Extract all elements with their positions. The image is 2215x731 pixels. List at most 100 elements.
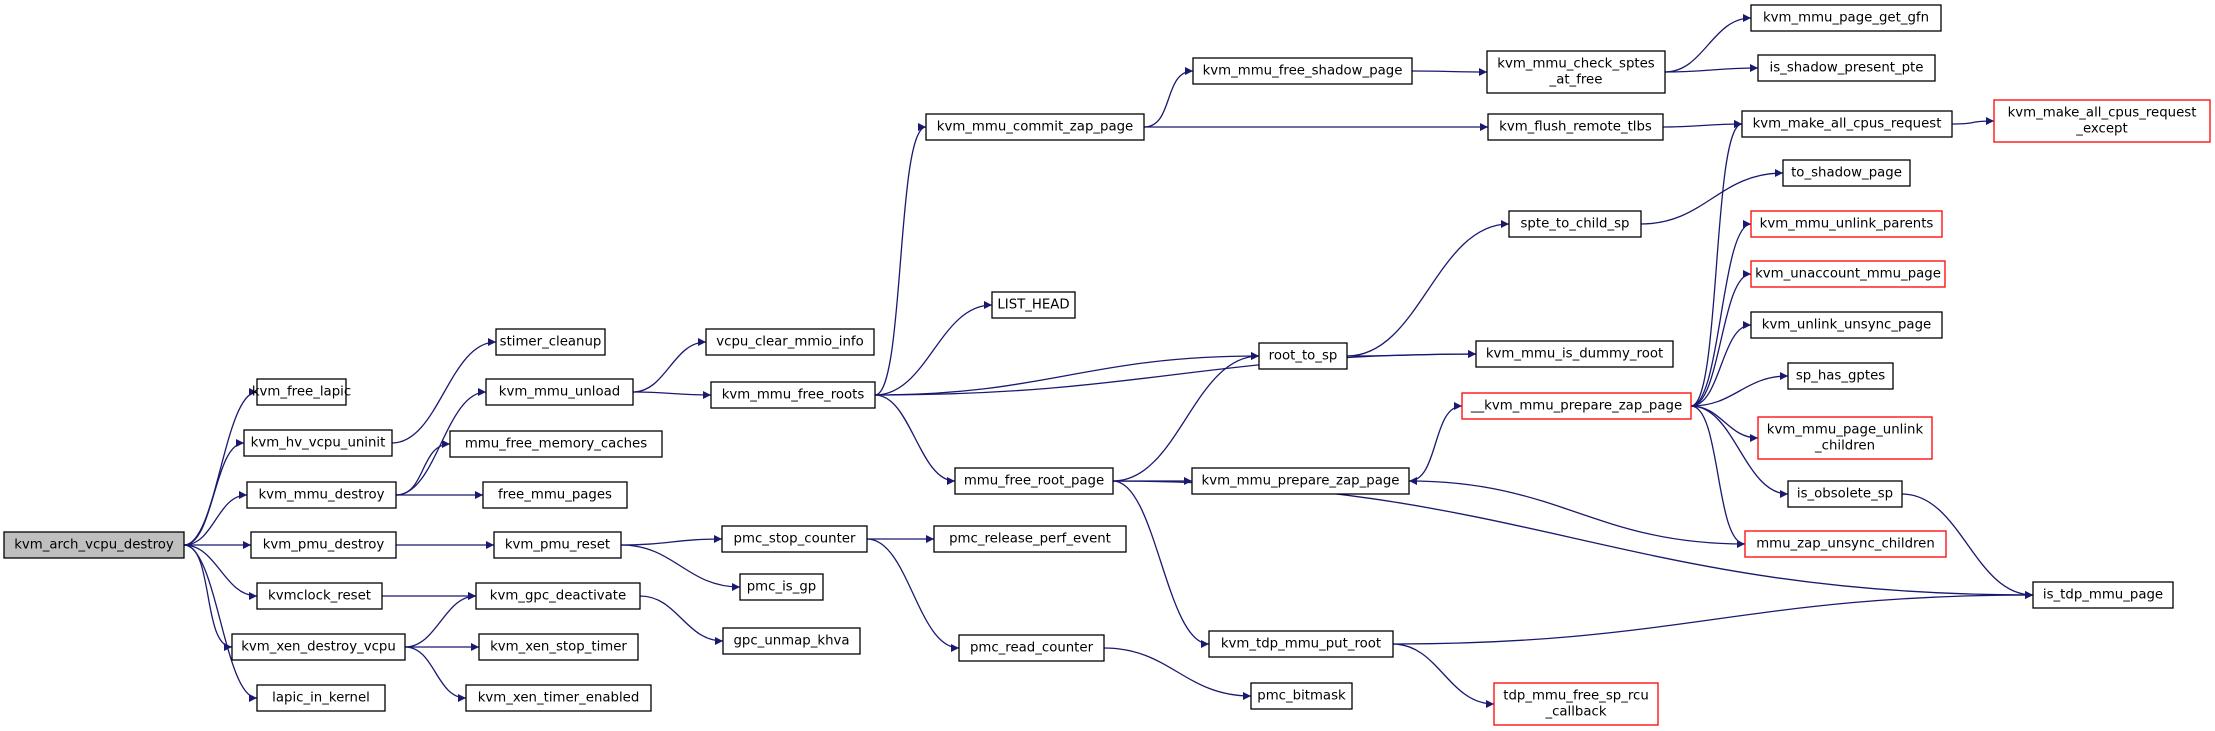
node-box (1787, 362, 1894, 390)
node-label: tdp_mmu_free_sp_rcu (1503, 689, 1649, 704)
node-kvm_mmu_unload[interactable]: kvm_mmu_unload (485, 378, 634, 406)
node-box (1191, 467, 1410, 495)
node-box (705, 328, 875, 356)
node-__kvm_mmu_prepare_zap_page[interactable]: __kvm_mmu_prepare_zap_page (1461, 392, 1692, 420)
node-label: root_to_sp (1269, 349, 1338, 364)
node-box (246, 481, 397, 509)
node-pmc_is_gp[interactable]: pmc_is_gp (739, 573, 824, 601)
node-label: kvm_mmu_page_unlink (1767, 423, 1924, 438)
node-box (243, 429, 393, 457)
node-kvm_xen_timer_enabled[interactable]: kvm_xen_timer_enabled (465, 684, 652, 712)
node-is_obsolete_sp[interactable]: is_obsolete_sp (1787, 480, 1903, 508)
edge-mmu_zap_unsync_children-to-kvm_mmu_prepare_zap_page (1408, 477, 1746, 545)
node-kvm_unaccount_mmu_page[interactable]: kvm_unaccount_mmu_page (1750, 260, 1946, 288)
node-box (1493, 682, 1659, 726)
node-pmc_release_perf_event[interactable]: pmc_release_perf_event (933, 525, 1127, 553)
node-kvm_pmu_reset[interactable]: kvm_pmu_reset (493, 531, 622, 559)
node-kvm_pmu_destroy[interactable]: kvm_pmu_destroy (250, 531, 397, 559)
node-label: kvm_hv_vcpu_uninit (251, 436, 386, 451)
node-vcpu_clear_mmio_info[interactable]: vcpu_clear_mmio_info (705, 328, 875, 356)
node-label: kvm_mmu_check_sptes (1497, 57, 1654, 72)
edge-__kvm_mmu_prepare_zap_page-to-kvm_make_all_cpus_request (1690, 120, 1743, 407)
node-box (256, 684, 386, 712)
node-box (495, 328, 606, 356)
node-kvm_mmu_prepare_zap_page[interactable]: kvm_mmu_prepare_zap_page (1191, 467, 1410, 495)
node-lapic_in_kernel[interactable]: lapic_in_kernel (256, 684, 386, 712)
edges-layer (183, 14, 2034, 708)
node-box (475, 582, 641, 610)
node-kvm_mmu_is_dummy_root[interactable]: kvm_mmu_is_dummy_root (1475, 340, 1674, 368)
node-kvmclock_reset[interactable]: kvmclock_reset (256, 582, 383, 610)
node-pmc_bitmask[interactable]: pmc_bitmask (1250, 682, 1353, 710)
edge-kvm_mmu_commit_zap_page-to-kvm_mmu_free_shadow_page (1143, 67, 1194, 128)
node-pmc_stop_counter[interactable]: pmc_stop_counter (721, 525, 868, 553)
node-label: kvm_pmu_destroy (263, 538, 385, 553)
node-label: kvm_mmu_page_get_gfn (1763, 11, 1929, 26)
node-kvm_mmu_page_unlink_children[interactable]: kvm_mmu_page_unlink_children (1757, 416, 1933, 460)
node-kvm_free_lapic[interactable]: kvm_free_lapic (252, 378, 351, 406)
node-box (1258, 342, 1348, 370)
node-kvm_unlink_unsync_page[interactable]: kvm_unlink_unsync_page (1750, 311, 1943, 339)
node-kvm_mmu_check_sptes_at_free[interactable]: kvm_mmu_check_sptes_at_free (1486, 50, 1666, 94)
node-tdp_mmu_free_sp_rcu_callback[interactable]: tdp_mmu_free_sp_rcu_callback (1493, 682, 1659, 726)
edge-kvm_mmu_free_roots-to-mmu_free_root_page (874, 394, 956, 485)
edge-mmu_free_root_page-to-kvm_tdp_mmu_put_root (1112, 480, 1210, 648)
node-kvm_mmu_unlink_parents[interactable]: kvm_mmu_unlink_parents (1750, 210, 1943, 238)
node-box (493, 531, 622, 559)
node-pmc_read_counter[interactable]: pmc_read_counter (958, 634, 1105, 662)
node-box (722, 627, 861, 655)
node-label: kvm_tdp_mmu_put_root (1221, 637, 1381, 652)
node-is_tdp_mmu_page[interactable]: is_tdp_mmu_page (2032, 581, 2174, 609)
node-box (250, 531, 397, 559)
node-kvm_hv_vcpu_uninit[interactable]: kvm_hv_vcpu_uninit (243, 429, 393, 457)
node-box (1741, 110, 1953, 138)
node-kvm_mmu_destroy[interactable]: kvm_mmu_destroy (246, 481, 397, 509)
node-kvm_tdp_mmu_put_root[interactable]: kvm_tdp_mmu_put_root (1208, 630, 1394, 658)
node-is_shadow_present_pte[interactable]: is_shadow_present_pte (1757, 54, 1936, 82)
node-box (1750, 4, 1942, 32)
node-kvm_xen_destroy_vcpu[interactable]: kvm_xen_destroy_vcpu (231, 633, 406, 661)
edge-kvm_arch_vcpu_destroy-to-kvm_xen_destroy_vcpu (183, 544, 233, 651)
node-box (256, 582, 383, 610)
node-mmu_free_memory_caches[interactable]: mmu_free_memory_caches (449, 430, 663, 458)
node-LIST_HEAD[interactable]: LIST_HEAD (991, 291, 1076, 319)
node-box (1750, 311, 1943, 339)
node-label: kvmclock_reset (268, 589, 371, 604)
node-kvm_mmu_commit_zap_page[interactable]: kvm_mmu_commit_zap_page (925, 113, 1145, 141)
edge-kvm_mmu_unload-to-kvm_mmu_free_roots (632, 390, 712, 399)
node-spte_to_child_sp[interactable]: spte_to_child_sp (1508, 210, 1642, 238)
node-label: kvm_mmu_unload (499, 385, 620, 400)
edge-kvm_mmu_free_roots-to-root_to_sp (874, 352, 1260, 396)
node-kvm_gpc_deactivate[interactable]: kvm_gpc_deactivate (475, 582, 641, 610)
node-label: pmc_stop_counter (734, 532, 856, 547)
node-label: kvm_xen_stop_timer (490, 640, 627, 655)
node-stimer_cleanup[interactable]: stimer_cleanup (495, 328, 606, 356)
node-kvm_xen_stop_timer[interactable]: kvm_xen_stop_timer (478, 633, 639, 661)
node-free_mmu_pages[interactable]: free_mmu_pages (482, 481, 628, 509)
node-kvm_make_all_cpus_request[interactable]: kvm_make_all_cpus_request (1741, 110, 1953, 138)
edge-kvm_arch_vcpu_destroy-to-kvmclock_reset (183, 544, 258, 600)
edge-kvm_arch_vcpu_destroy-to-kvm_mmu_destroy (183, 491, 248, 546)
node-to_shadow_page[interactable]: to_shadow_page (1782, 159, 1911, 187)
node-label: is_obsolete_sp (1797, 487, 1893, 502)
nodes-layer: kvm_arch_vcpu_destroy kvm_free_lapic kvm_h… (3, 4, 2211, 726)
node-mmu_free_root_page[interactable]: mmu_free_root_page (954, 467, 1114, 495)
edge-kvm_tdp_mmu_put_root-to-is_tdp_mmu_page (1392, 591, 2034, 645)
node-mmu_zap_unsync_children[interactable]: mmu_zap_unsync_children (1744, 530, 1947, 558)
node-label: pmc_bitmask (1257, 689, 1346, 704)
node-kvm_flush_remote_tlbs[interactable]: kvm_flush_remote_tlbs (1487, 113, 1664, 141)
node-kvm_mmu_free_roots[interactable]: kvm_mmu_free_roots (710, 381, 876, 409)
node-root_to_sp[interactable]: root_to_sp (1258, 342, 1348, 370)
node-kvm_mmu_page_get_gfn[interactable]: kvm_mmu_page_get_gfn (1750, 4, 1942, 32)
node-sp_has_gptes[interactable]: sp_has_gptes (1787, 362, 1894, 390)
node-box (1508, 210, 1642, 238)
node-kvm_make_all_cpus_request_except[interactable]: kvm_make_all_cpus_request_except (1993, 99, 2211, 143)
edge-kvm_make_all_cpus_request-to-kvm_make_all_cpus_request_except (1951, 117, 1995, 126)
node-kvm_mmu_free_shadow_page[interactable]: kvm_mmu_free_shadow_page (1192, 57, 1413, 85)
node-label: gpc_unmap_khva (733, 634, 849, 649)
edge-kvm_mmu_check_sptes_at_free-to-kvm_mmu_page_get_gfn (1664, 14, 1752, 73)
node-kvm_arch_vcpu_destroy[interactable]: kvm_arch_vcpu_destroy (3, 531, 185, 559)
node-label: kvm_flush_remote_tlbs (1499, 120, 1652, 135)
edge-__kvm_mmu_prepare_zap_page-to-sp_has_gptes (1690, 372, 1789, 407)
node-gpc_unmap_khva[interactable]: gpc_unmap_khva (722, 627, 861, 655)
